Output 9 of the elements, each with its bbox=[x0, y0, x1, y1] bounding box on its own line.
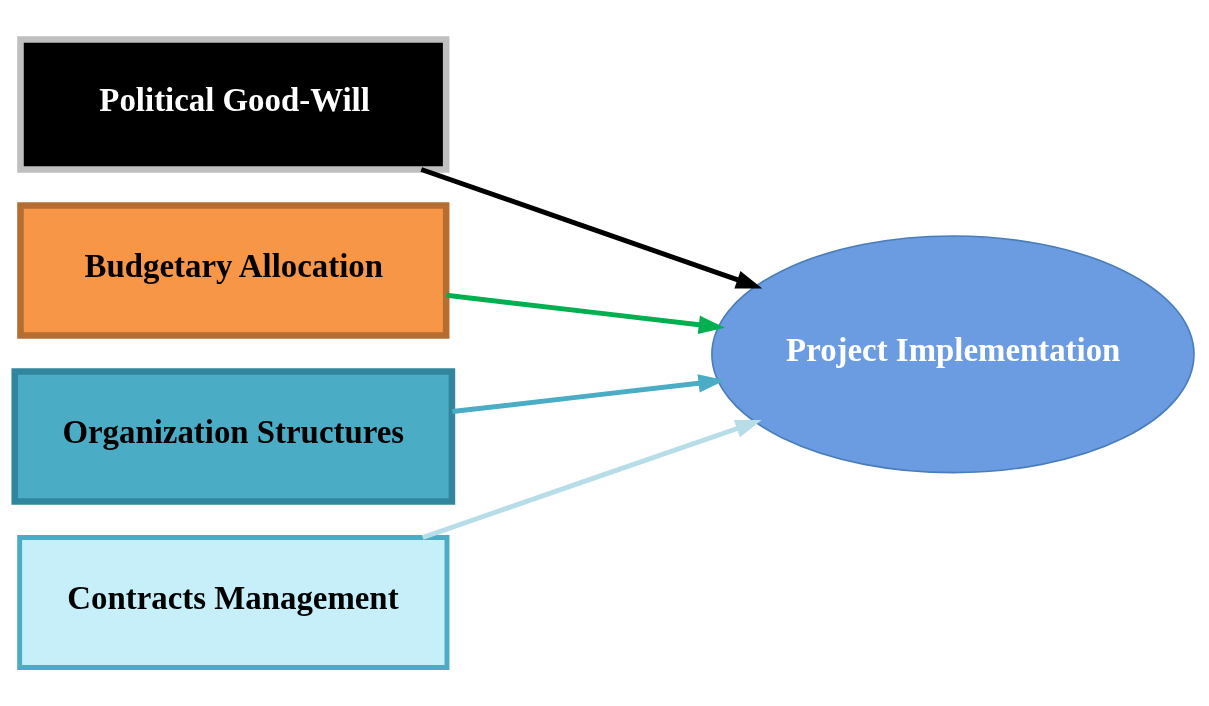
node-box: Contracts Management bbox=[17, 534, 450, 670]
arrow bbox=[446, 292, 725, 334]
node-box: Budgetary Allocation bbox=[17, 201, 450, 339]
node-box: Organization Structures bbox=[11, 367, 456, 505]
arrow bbox=[421, 419, 762, 540]
arrow bbox=[452, 373, 725, 414]
node-ellipse: Project Implementation bbox=[711, 234, 1195, 473]
arrow bbox=[420, 166, 763, 288]
node-box: Political Good-Will bbox=[17, 35, 450, 173]
